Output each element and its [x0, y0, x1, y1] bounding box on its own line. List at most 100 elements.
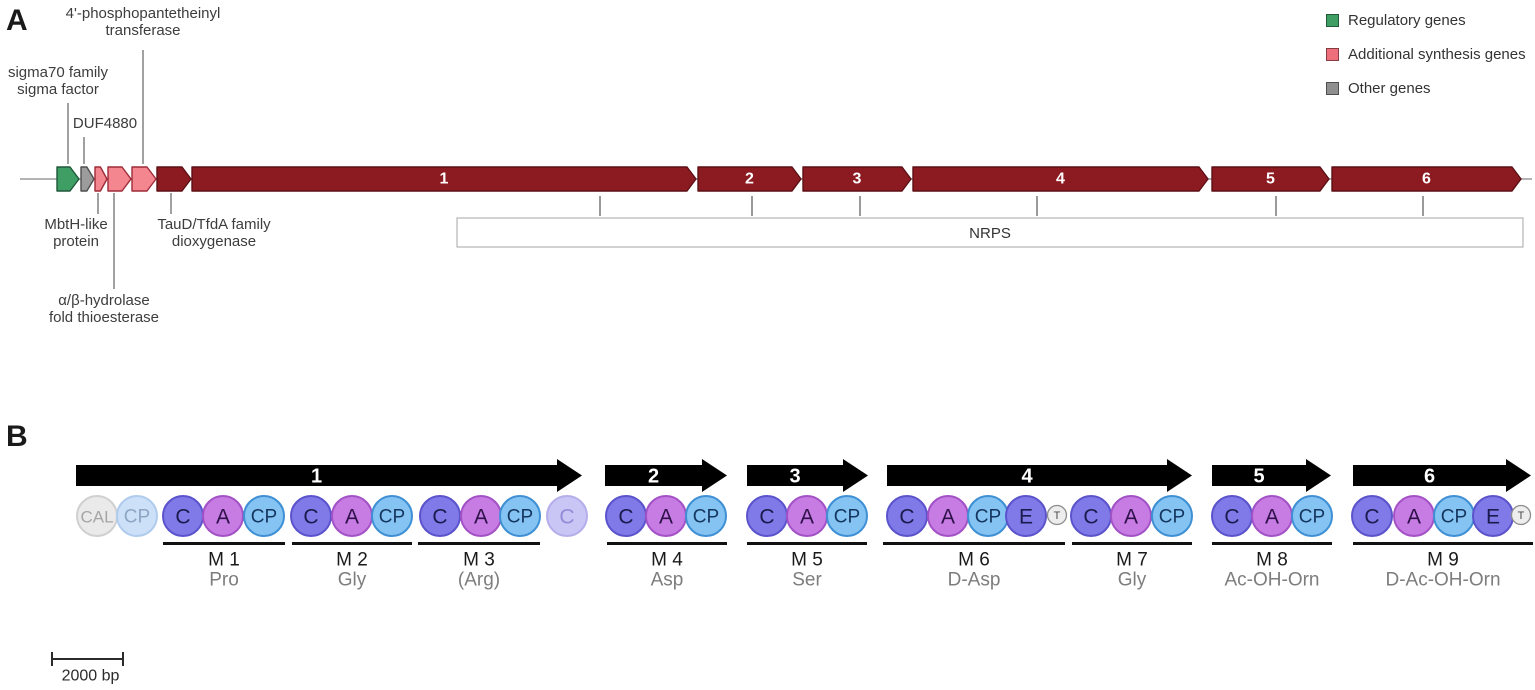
domain-circle-cp: [371, 495, 413, 537]
domain-circle-cp: [243, 495, 285, 537]
orf-number-label: 4: [1021, 466, 1033, 488]
other-genes-swatch-icon: [1326, 82, 1339, 95]
legend-item-other: Other genes: [1326, 80, 1526, 97]
domain-circle-cp: [499, 495, 541, 537]
orf-number-label: 2: [648, 466, 659, 488]
orf-arrow-head-5: [1306, 459, 1331, 492]
gene-number-label: 6: [1422, 171, 1431, 188]
domain-letter: C: [759, 506, 774, 529]
module-label: M 1: [208, 550, 240, 571]
gene-arrow-gray-1: [80, 166, 95, 192]
domain-letter: A: [941, 506, 955, 529]
domain-letter: A: [1407, 506, 1421, 529]
module-substrate-label: Ac-OH-Orn: [1225, 570, 1320, 591]
gene-annotation-line: transferase: [105, 21, 181, 39]
domain-letter: CP: [693, 507, 719, 528]
orf-number-label: 3: [789, 466, 800, 488]
gene-arrow-5: [1211, 166, 1330, 192]
gene-arrow-4: [912, 166, 1209, 192]
domain-letter: A: [474, 506, 488, 529]
module-label: M 9: [1427, 550, 1459, 571]
domain-letter: C: [175, 506, 190, 529]
module-substrate-label: Asp: [651, 570, 684, 591]
domain-letter: CP: [379, 507, 405, 528]
gene-arrow-3: [802, 166, 912, 192]
domain-letter: C: [1364, 506, 1379, 529]
module-label: M 4: [651, 550, 683, 571]
domain-letter: C: [1083, 506, 1098, 529]
domain-letter: C: [618, 506, 633, 529]
gene-annotation-line: TauD/TfdA family: [157, 216, 271, 233]
scale-bar-label: 2000 bp: [62, 668, 120, 685]
domain-letter: CP: [124, 507, 150, 528]
domain-letter: A: [1265, 506, 1279, 529]
legend-label: Regulatory genes: [1348, 12, 1466, 29]
gene-number-label: 2: [745, 171, 754, 188]
domain-letter: CP: [834, 507, 860, 528]
domain-letter: CP: [1299, 507, 1325, 528]
gene-arrow-darkred-5: [156, 166, 192, 192]
domain-letter: A: [1124, 506, 1138, 529]
gene-arrow-6: [1331, 166, 1522, 192]
orf-number-label: 1: [311, 466, 322, 488]
regulatory-genes-swatch-icon: [1326, 14, 1339, 27]
gene-annotation-line: protein: [53, 232, 99, 250]
orf-number-label: 5: [1253, 466, 1264, 488]
gene-number-label: 4: [1056, 171, 1065, 188]
nrps-box-label: NRPS: [969, 225, 1011, 242]
domain-circle-cp: [826, 495, 868, 537]
domain-letter: T: [1518, 510, 1525, 522]
domain-letter: C: [559, 506, 574, 529]
domain-circle-e: [1005, 495, 1047, 537]
gene-arrow-pink-4: [131, 166, 157, 192]
orf-arrow-head-6: [1506, 459, 1531, 492]
gene-annotation-line: MbtH-like: [44, 216, 108, 233]
orf-number-label: 6: [1424, 466, 1435, 488]
orf-arrow-bar-4: [887, 465, 1167, 486]
domain-letter: A: [216, 506, 230, 529]
legend: Regulatory genes Additional synthesis ge…: [1326, 12, 1526, 114]
orf-arrow-bar-5: [1212, 465, 1306, 486]
orf-arrow-head-2: [702, 459, 727, 492]
domain-letter: C: [432, 506, 447, 529]
gene-annotation-line: fold thioesterase: [48, 308, 160, 326]
gene-arrow-1: [191, 166, 697, 192]
domain-circle-cp: [116, 495, 158, 537]
module-substrate-label: (Arg): [458, 570, 500, 591]
module-label: M 5: [791, 550, 823, 571]
module-substrate-label: Gly: [338, 570, 367, 591]
module-substrate-label: D-Ac-OH-Orn: [1385, 570, 1500, 591]
orf-arrow-bar-3: [747, 465, 843, 486]
orf-arrow-head-1: [557, 459, 582, 492]
legend-item-regulatory: Regulatory genes: [1326, 12, 1526, 29]
gene-annotation: DUF4880: [72, 115, 138, 133]
domain-letter: A: [800, 506, 814, 529]
domain-circle-cp: [1151, 495, 1193, 537]
domain-letter: E: [1019, 506, 1033, 529]
gene-number-label: 5: [1266, 171, 1275, 188]
domain-letter: CP: [251, 507, 277, 528]
domain-letter: T: [1054, 510, 1061, 522]
gene-number-label: 1: [440, 171, 449, 188]
additional-synthesis-genes-swatch-icon: [1326, 48, 1339, 61]
gene-annotation-line: sigma factor: [17, 80, 99, 98]
domain-circle-t: [1046, 504, 1068, 526]
domain-circle-cp: [685, 495, 727, 537]
gene-arrow-green-0: [56, 166, 80, 192]
domain-letter: CP: [975, 507, 1001, 528]
panel-a-label: A: [6, 4, 28, 37]
gene-annotation-line: α/β-hydrolase: [58, 292, 150, 309]
gene-arrow-pink-2: [94, 166, 108, 192]
domain-circle-t: [1510, 504, 1532, 526]
module-substrate-label: Gly: [1118, 570, 1147, 591]
domain-letter: A: [659, 506, 673, 529]
legend-label: Additional synthesis genes: [1348, 46, 1526, 63]
gene-annotation-line: DUF4880: [72, 115, 138, 132]
module-label: M 7: [1116, 550, 1148, 571]
domain-circle-c: [546, 495, 588, 537]
orf-arrow-bar-2: [605, 465, 702, 486]
gene-annotation-line: dioxygenase: [171, 232, 257, 250]
domain-letter: CP: [1159, 507, 1185, 528]
